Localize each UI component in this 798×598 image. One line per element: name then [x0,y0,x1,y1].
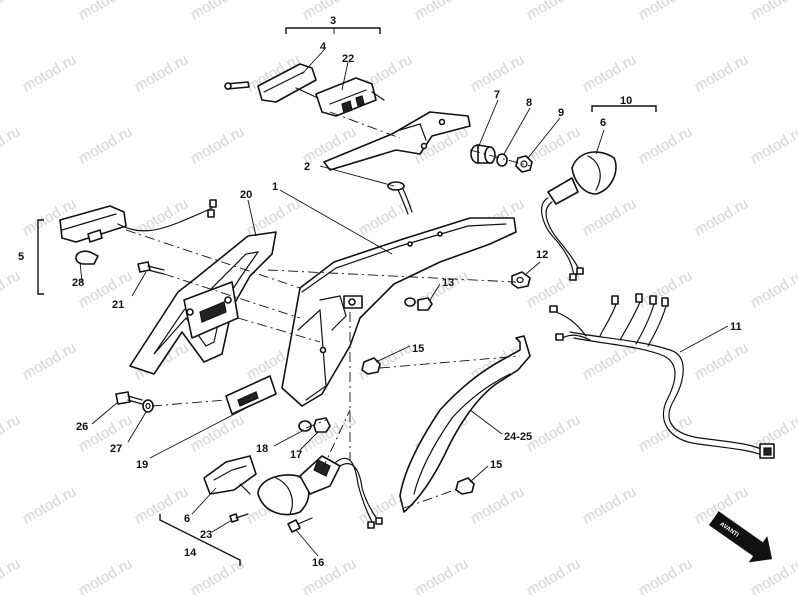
group-braces [37,27,657,566]
watermark-text: motod.ru [0,267,23,311]
callout-22: 22 [342,53,354,65]
spacer-washer-nut [470,144,533,173]
watermark-text: motod.ru [0,555,23,598]
watermark-text: motod.ru [636,411,696,455]
callout-13: 13 [442,277,454,289]
watermark-text: motod.ru [132,195,192,239]
callout-3: 3 [330,15,336,27]
wiring-harness [549,293,775,459]
callout-2: 2 [304,161,310,173]
callout-21: 21 [112,299,124,311]
watermark-text: motod.ru [468,483,528,527]
callout-14: 14 [184,547,197,559]
callout-28: 28 [72,277,84,289]
callout-17: 17 [290,449,302,461]
plate-bracket-20 [129,231,277,375]
watermark-text: motod.ru [76,411,136,455]
left-turn-indicator [203,455,383,533]
watermark-text: motod.ru [188,123,248,167]
watermark-text: motod.ru [636,0,696,23]
screw-2 [387,181,413,215]
watermark-text: motod.ru [524,123,584,167]
watermark-text: motod.ru [580,483,640,527]
watermark-text: motod.ru [356,195,416,239]
callout-11: 11 [730,321,742,333]
callout-19: 19 [136,459,148,471]
watermark-text: motod.ru [636,123,696,167]
callout-15-upper: 15 [412,343,424,355]
callout-26: 26 [76,421,88,433]
callout-7: 7 [494,89,500,101]
watermark-text: motod.ru [748,267,798,311]
watermark-text: motod.ru [580,339,640,383]
callout-24-25: 24-25 [504,431,532,443]
watermark-text: motod.ru [748,123,798,167]
callout-8: 8 [526,97,532,109]
nuts [361,271,531,495]
callout-4: 4 [320,41,327,53]
callout-1: 1 [272,181,278,193]
watermark-text: motod.ru [0,123,23,167]
direction-arrow: AVANTI [708,511,773,563]
watermark-text: motod.ru [748,555,798,598]
callout-23: 23 [200,529,212,541]
callout-27: 27 [110,443,122,455]
leader-lines [79,28,729,557]
watermark-text: motod.ru [0,0,23,23]
watermark-text: motod.ru [692,195,752,239]
watermark-text: motod.ru [580,195,640,239]
watermark-text: motod.ru [188,411,248,455]
callout-6-left: 6 [184,513,190,525]
watermark-text: motod.ru [412,0,472,23]
upper-bracket [323,111,471,171]
callout-5: 5 [18,251,24,263]
nut-17-washer-18 [298,417,331,433]
watermark-text: motod.ru [524,411,584,455]
watermark-text: motod.ru [132,51,192,95]
forward-arrow-icon [708,511,773,563]
watermark-text: motod.ru [524,0,584,23]
rear-mudguard-main [281,217,517,407]
watermark-text: motod.ru [0,411,23,455]
callout-18: 18 [256,443,268,455]
callout-9: 9 [558,107,564,119]
watermark-text: motod.ru [188,0,248,23]
watermark-text: motod.ru [76,123,136,167]
watermark-text: motod.ru [20,339,80,383]
callout-15-lower: 15 [490,459,502,471]
watermark-text: motod.ru [636,555,696,598]
upper-tail-light-assembly [224,63,385,117]
reflector-19 [225,375,277,415]
watermark-text: motod.ru [412,555,472,598]
callout-12: 12 [536,249,548,261]
watermark-text: motod.ru [76,555,136,598]
callout-6-right: 6 [600,117,606,129]
screw-26-washer-27 [115,391,154,413]
lower-fender-24-25 [399,335,531,513]
alignment-lines [125,111,531,509]
bolt-21 [137,261,165,275]
watermark-text: motod.ru [692,51,752,95]
callout-labels: 3 4 22 7 8 9 10 6 2 1 20 5 12 13 28 21 1… [18,15,742,569]
rear-lamp-assembly [59,199,217,265]
callout-16: 16 [312,557,324,569]
watermark-text: motod.ru [580,51,640,95]
watermark-text: motod.ru [188,555,248,598]
watermark-text: motod.ru [76,0,136,23]
watermark-text: motod.ru [692,339,752,383]
callout-10: 10 [620,95,632,107]
watermark-text: motod.ru [20,483,80,527]
watermark-text: motod.ru [20,51,80,95]
watermark-text: motod.ru [76,267,136,311]
right-turn-indicator [540,151,617,281]
callout-20: 20 [240,189,252,201]
watermark-text: motod.ru [524,555,584,598]
watermark-text: motod.ru [748,0,798,23]
watermark-text: motod.ru [300,555,360,598]
